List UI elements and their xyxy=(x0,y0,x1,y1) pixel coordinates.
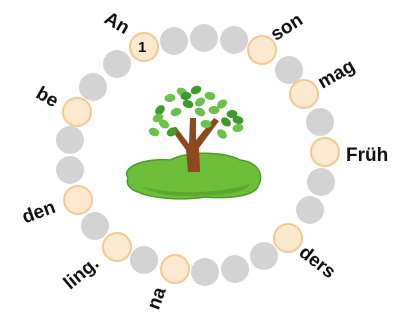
grey-bead xyxy=(220,26,248,54)
leaf xyxy=(194,97,206,107)
grey-bead xyxy=(56,156,84,184)
grey-bead xyxy=(250,242,278,270)
leaf xyxy=(166,127,178,137)
syllable-bead xyxy=(273,223,303,253)
leaf xyxy=(217,129,227,139)
syllable-bead xyxy=(247,35,277,65)
grass-shade xyxy=(140,184,250,197)
syllable-bead xyxy=(160,254,190,284)
grey-bead xyxy=(160,27,188,55)
grey-bead xyxy=(306,108,334,136)
tree-trunk xyxy=(170,118,219,172)
leaf xyxy=(194,107,206,117)
leaf xyxy=(221,117,231,127)
leaf xyxy=(232,115,244,125)
syllable-bead xyxy=(129,32,159,62)
syllable-bead xyxy=(310,137,340,167)
grey-bead xyxy=(130,246,158,274)
tree-leaves xyxy=(148,85,244,139)
leaf xyxy=(208,105,220,115)
bead-group xyxy=(56,24,340,286)
grey-bead xyxy=(296,196,324,224)
leaf xyxy=(190,85,202,95)
syllable-label-4: Früh xyxy=(346,145,389,166)
grey-bead xyxy=(56,126,84,154)
leaf xyxy=(155,105,165,115)
leaf xyxy=(232,123,244,133)
leaf xyxy=(148,127,160,137)
leaf xyxy=(182,99,194,109)
leaf xyxy=(204,91,216,101)
syllable-bead xyxy=(102,232,132,262)
grey-bead xyxy=(307,168,335,196)
grey-bead xyxy=(190,24,218,52)
leaf xyxy=(158,119,170,129)
leaf xyxy=(152,113,164,123)
grass-mound xyxy=(125,152,262,200)
leaf xyxy=(217,99,227,109)
leaf xyxy=(164,93,176,103)
grey-bead xyxy=(191,258,219,286)
leaf xyxy=(200,119,212,129)
start-number: 1 xyxy=(138,39,147,56)
grey-bead xyxy=(275,56,303,84)
tree-on-grass-icon xyxy=(125,85,262,200)
grey-bead xyxy=(103,50,131,78)
grey-bead xyxy=(81,212,109,240)
leaf xyxy=(226,109,238,119)
grey-bead xyxy=(79,73,107,101)
grey-bead xyxy=(221,255,249,283)
syllable-bead xyxy=(63,185,93,215)
syllable-bead xyxy=(289,79,319,109)
leaf xyxy=(180,91,192,101)
syllable-bead xyxy=(62,97,92,127)
leaf xyxy=(170,107,182,117)
